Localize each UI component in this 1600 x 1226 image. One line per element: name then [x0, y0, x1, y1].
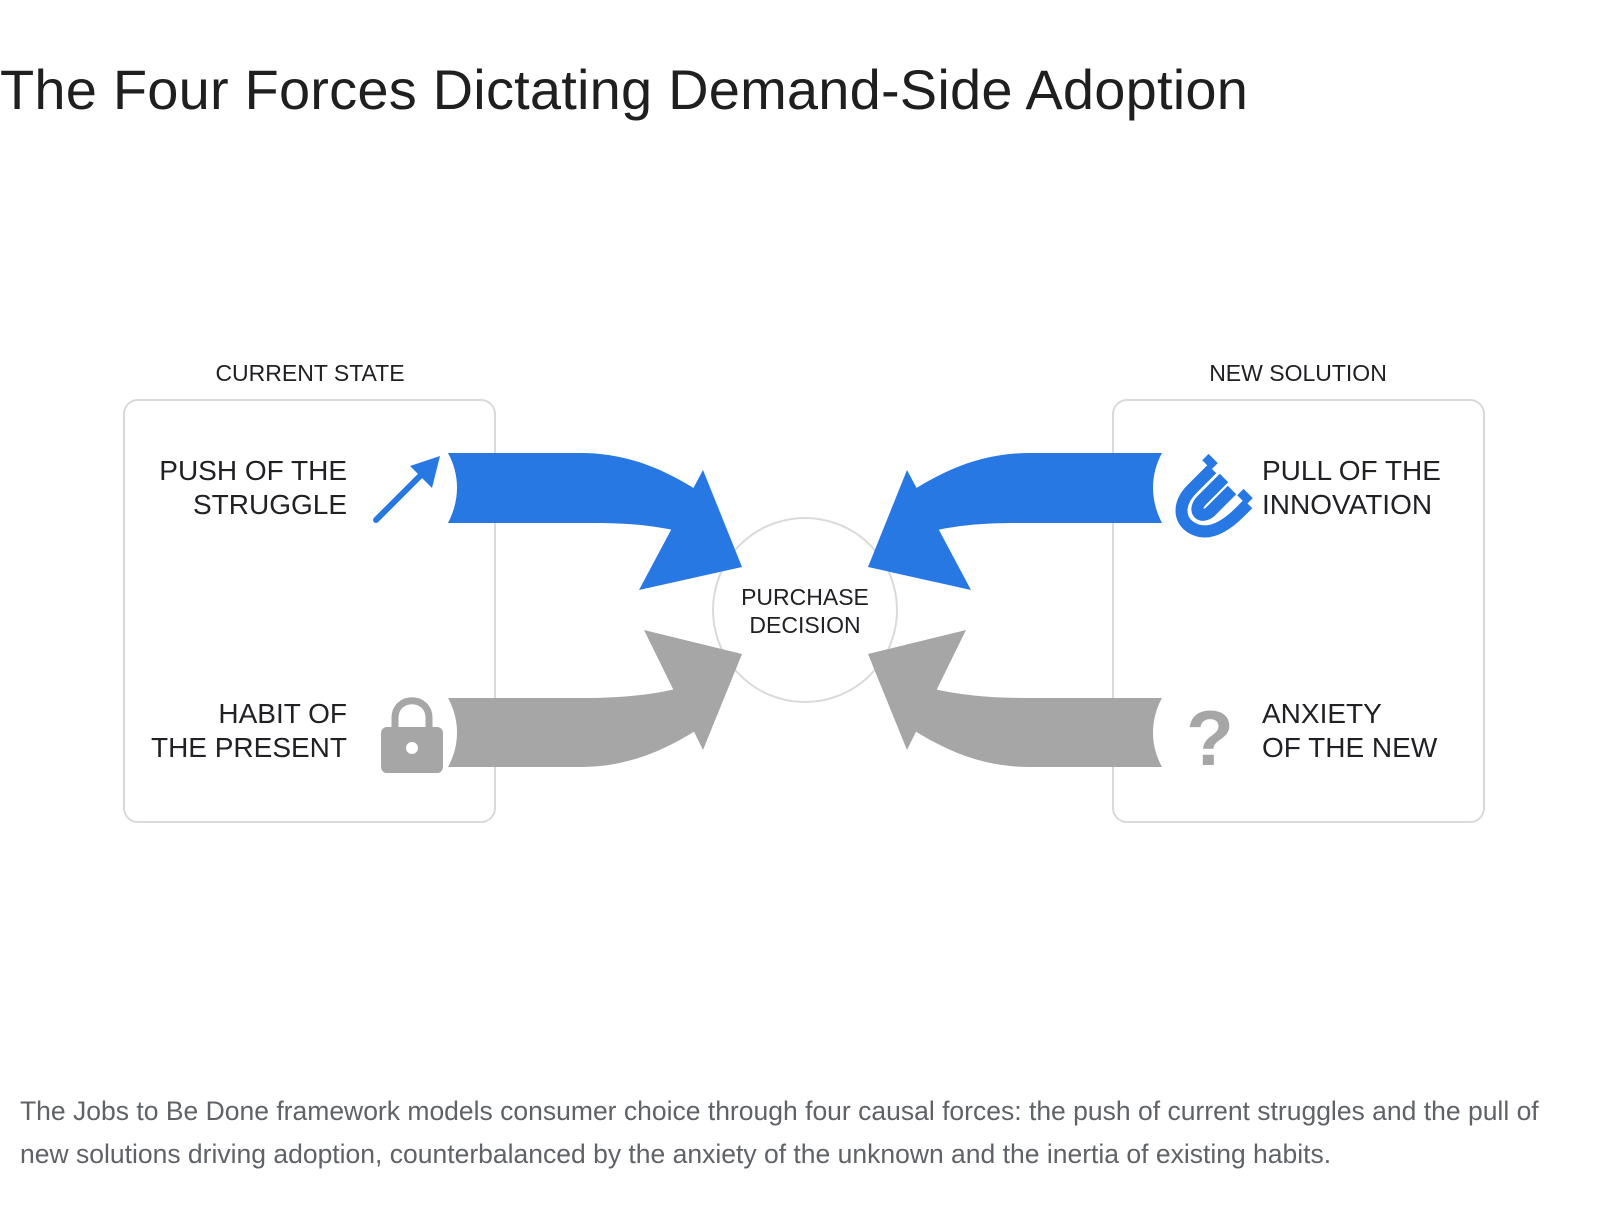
svg-text:?: ?	[1186, 694, 1234, 782]
pull-label-line2: INNOVATION	[1262, 489, 1432, 520]
four-forces-diagram: CURRENT STATE NEW SOLUTION PURCHASE DECI…	[123, 360, 1485, 823]
anxiety-arrow-head	[868, 630, 966, 750]
figure-caption: The Jobs to Be Done framework models con…	[20, 1096, 1539, 1169]
current-state-header: CURRENT STATE	[215, 360, 404, 386]
push-arrow-head	[639, 470, 742, 590]
pull-arrow-head	[868, 470, 971, 590]
push-label-line2: STRUGGLE	[193, 489, 347, 520]
new-solution-header: NEW SOLUTION	[1209, 360, 1387, 386]
push-arrow-shaft	[448, 453, 712, 538]
purchase-decision-label-line1: PURCHASE	[741, 584, 869, 610]
push-arrow-ellipse-cut	[436, 453, 457, 523]
habit-force-arrow	[436, 630, 742, 767]
habit-label-line2: THE PRESENT	[151, 732, 347, 763]
habit-arrow-shaft	[448, 682, 712, 767]
page-title: The Four Forces Dictating Demand-Side Ad…	[0, 58, 1249, 121]
anxiety-label-line1: ANXIETY	[1262, 698, 1382, 729]
purchase-decision-label-line2: DECISION	[749, 612, 860, 638]
anxiety-arrow-ellipse-cut	[1153, 698, 1174, 767]
question-mark-icon: ?	[1186, 694, 1234, 782]
habit-arrow-head	[644, 630, 742, 750]
push-label-line1: PUSH OF THE	[159, 455, 347, 486]
push-force-arrow	[436, 453, 742, 590]
anxiety-force-arrow	[868, 630, 1174, 767]
pull-label-line1: PULL OF THE	[1262, 455, 1441, 486]
habit-label-line1: HABIT OF	[218, 698, 347, 729]
purchase-decision-circle	[712, 517, 898, 703]
pull-arrow-shaft	[898, 453, 1162, 538]
lock-icon	[381, 697, 443, 773]
anxiety-label-line2: OF THE NEW	[1262, 732, 1438, 763]
magnet-icon	[1175, 453, 1253, 538]
new-solution-panel	[1112, 399, 1485, 823]
anxiety-arrow-shaft	[898, 682, 1162, 767]
pull-arrow-ellipse-cut	[1153, 453, 1174, 523]
pull-force-arrow	[868, 453, 1174, 590]
current-state-panel	[123, 399, 496, 823]
arrow-up-right-icon	[373, 456, 440, 523]
